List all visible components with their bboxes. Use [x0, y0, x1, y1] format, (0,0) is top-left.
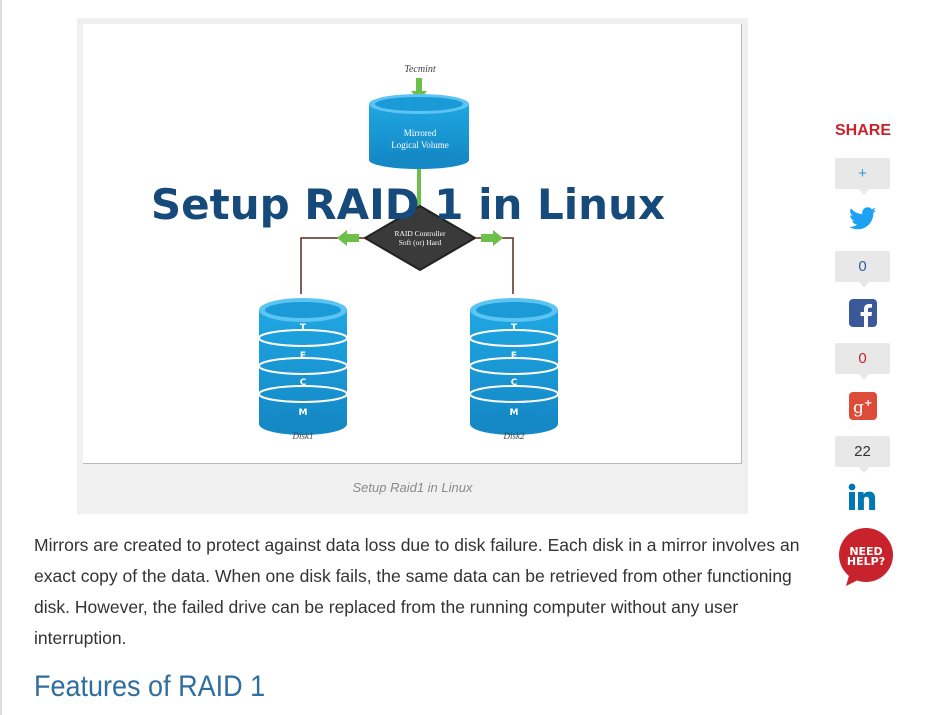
disk1-cylinder	[258, 298, 348, 435]
share-title: SHARE	[834, 122, 891, 139]
need-help-button[interactable]: NEED HELP?	[836, 528, 896, 591]
volume-label-line2: Logical Volume	[391, 140, 448, 150]
linkedin-icon	[848, 483, 876, 510]
disk2-label: Disk2	[503, 431, 525, 441]
disk1-label: Disk1	[292, 431, 314, 441]
disk2-letter-1: T	[511, 323, 518, 333]
disk2-cylinder	[469, 298, 559, 435]
volume-label-line1: Mirrored	[404, 128, 437, 138]
need-help-line2: HELP?	[847, 555, 885, 568]
need-help-icon: NEED HELP?	[839, 528, 893, 586]
svg-text:g: g	[853, 398, 864, 418]
disk2-letter-4: M	[510, 408, 519, 418]
left-border	[0, 0, 2, 715]
disk2-letter-2: E	[511, 351, 517, 361]
disk1-letter-1: T	[300, 323, 307, 333]
section-heading: Features of RAID 1	[34, 670, 266, 703]
disk1-letter-3: C	[300, 378, 307, 388]
twitter-icon	[849, 207, 876, 230]
arrow-left-icon	[337, 230, 359, 246]
twitter-share-button[interactable]	[848, 204, 878, 234]
article-paragraph: Mirrors are created to protect against d…	[34, 535, 800, 648]
google-plus-share-button[interactable]: g +	[848, 391, 878, 421]
facebook-share-count: 0	[835, 343, 890, 380]
share-more-button[interactable]: +	[835, 158, 890, 195]
twitter-share-count: 0	[835, 251, 890, 288]
diagram-headline: Setup RAID 1 in Linux	[151, 180, 665, 229]
disk1-letter-4: M	[299, 408, 308, 418]
facebook-icon	[849, 299, 877, 327]
controller-label-line2: Soft (or) Hard	[399, 238, 442, 247]
svg-text:+: +	[864, 398, 872, 409]
figure-caption: Setup Raid1 in Linux	[352, 480, 473, 495]
google-plus-icon: g +	[849, 392, 877, 420]
article-figure: Tecmint Mirrored Logical Volume RAID Co	[77, 18, 748, 514]
arrow-right-icon	[481, 230, 503, 246]
linkedin-share-button[interactable]	[848, 482, 878, 512]
controller-label-line1: RAID Controller	[394, 229, 446, 238]
raid-controller-chip	[363, 204, 477, 272]
diagram-top-label: Tecmint	[404, 64, 436, 75]
disk1-letter-2: E	[300, 351, 306, 361]
logical-volume-cylinder	[369, 94, 469, 169]
google-plus-share-count: 22	[835, 436, 890, 473]
facebook-share-button[interactable]	[848, 298, 878, 328]
need-help-line1: NEED	[849, 545, 882, 558]
raid1-diagram-image: Tecmint Mirrored Logical Volume RAID Co	[83, 24, 742, 464]
disk2-letter-3: C	[511, 378, 518, 388]
raid1-diagram: Tecmint Mirrored Logical Volume RAID Co	[151, 64, 665, 441]
